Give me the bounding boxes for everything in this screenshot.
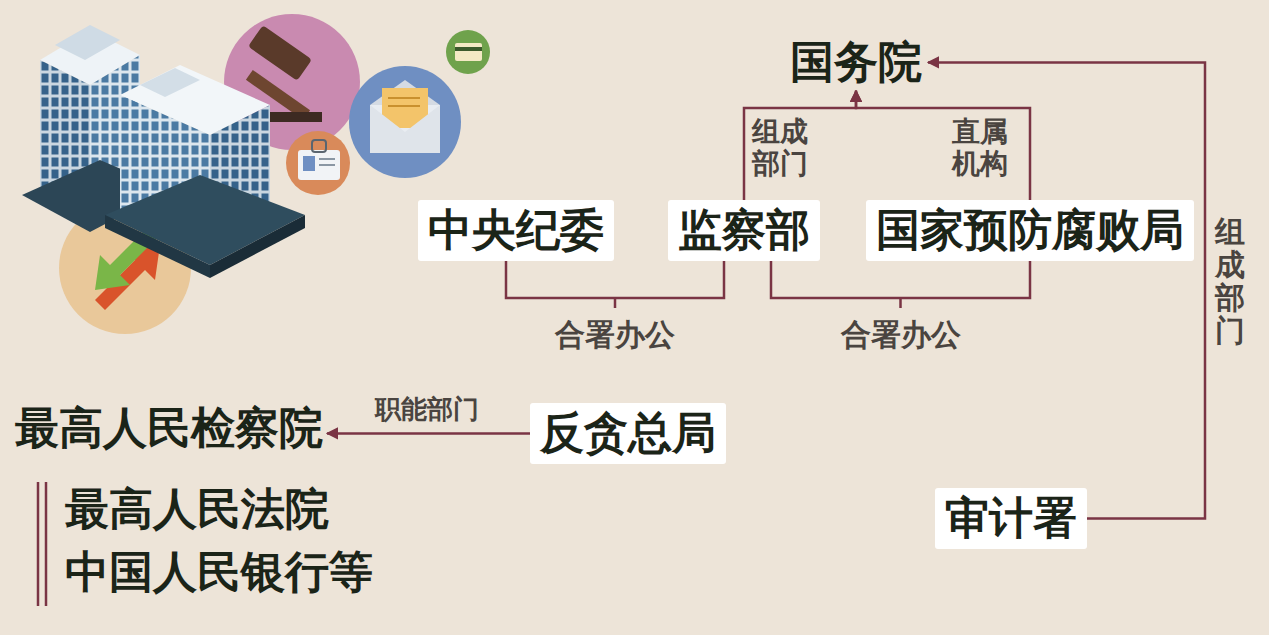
org-text: 中国人民银行等: [65, 546, 373, 599]
connector: [327, 432, 530, 435]
group-bar: [45, 482, 48, 606]
building: [105, 65, 305, 278]
connector: [506, 261, 724, 308]
edge-label: 合署办公: [555, 318, 675, 353]
edge-label: 合署办公: [841, 318, 961, 353]
edge-label: 职能部门: [375, 395, 479, 425]
label-box: 审计署: [935, 488, 1087, 549]
mail-icon: [370, 80, 440, 153]
card-circle: [446, 30, 490, 74]
label-box: 监察部: [668, 200, 820, 261]
connector: [856, 91, 1030, 200]
org-text: 国务院: [790, 36, 922, 89]
edge-label: 组成部门: [752, 116, 809, 180]
org-name: 最高人民检察院: [15, 402, 323, 455]
org-text: 审计署: [945, 492, 1077, 545]
group-bar: [37, 482, 40, 606]
org-text: 监察部: [678, 204, 810, 257]
id-circle: [286, 131, 350, 195]
org-name: 最高人民法院: [65, 483, 329, 536]
mail-circle: [349, 66, 461, 178]
org-text: 最高人民检察院: [15, 402, 323, 455]
label-box: 国家预防腐败局: [866, 200, 1194, 261]
label-box: 中央纪委: [418, 200, 614, 261]
connector: [771, 261, 1030, 308]
org-text: 反贪总局: [540, 407, 716, 460]
connector: [928, 62, 1205, 518]
org-text: 国家预防腐败局: [876, 204, 1184, 257]
card-icon: [455, 43, 482, 61]
org-text: 最高人民法院: [65, 483, 329, 536]
label-box: 反贪总局: [530, 403, 726, 464]
org-name: 中国人民银行等: [65, 546, 373, 599]
connector: [744, 91, 856, 200]
edge-label: 直属机构: [952, 116, 1009, 180]
org-text: 中央纪委: [428, 204, 604, 257]
org-name: 国务院: [790, 36, 922, 89]
edge-label: 组成部门: [1215, 215, 1245, 347]
id-icon: [298, 140, 340, 180]
